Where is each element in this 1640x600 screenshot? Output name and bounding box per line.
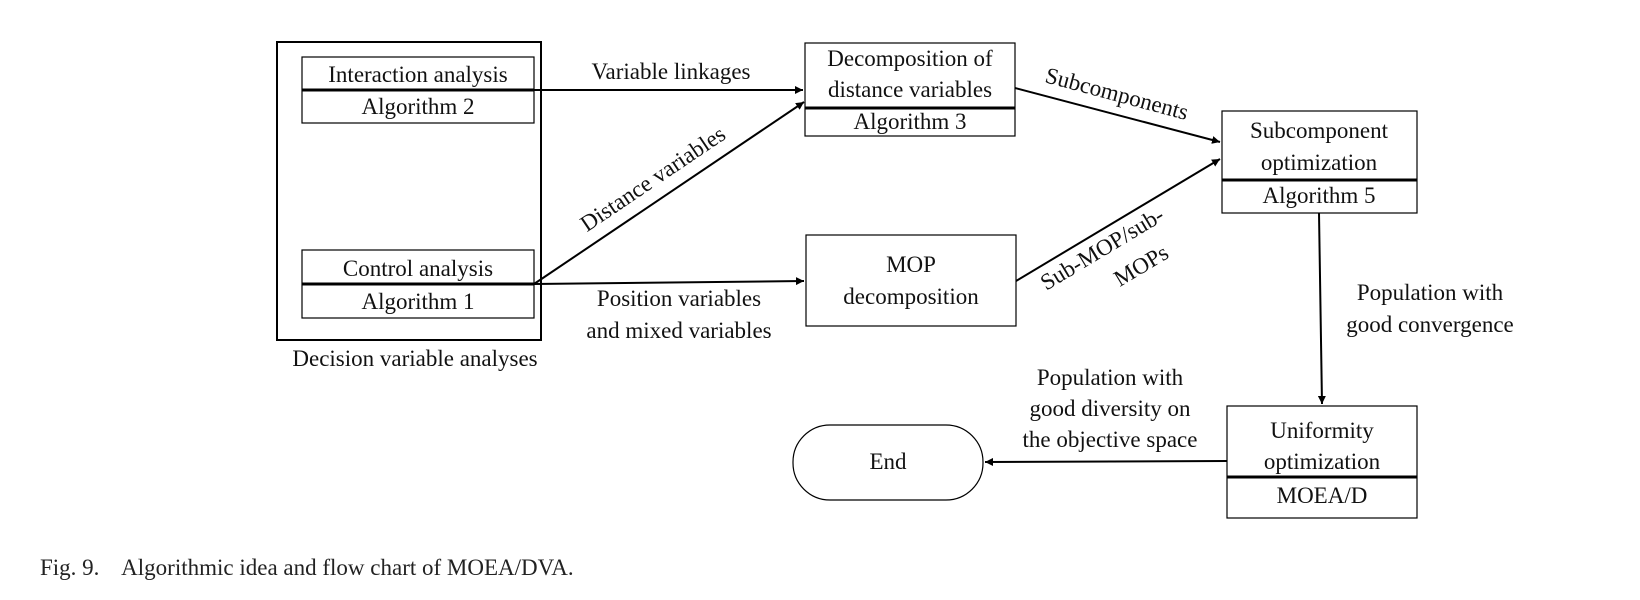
subcomponent-title-line1: Subcomponent bbox=[1250, 118, 1389, 143]
label-diversity-line2: good diversity on bbox=[1030, 396, 1191, 421]
uniformity-title-line1: Uniformity bbox=[1270, 418, 1374, 443]
decomposition-node: Decomposition of distance variables Algo… bbox=[804, 42, 1016, 137]
label-diversity-line3: the objective space bbox=[1023, 427, 1198, 452]
label-convergence-line2: good convergence bbox=[1346, 312, 1514, 337]
control-analysis-node: Control analysis Algorithm 1 bbox=[301, 249, 535, 319]
interaction-analysis-algorithm: Algorithm 2 bbox=[361, 94, 474, 119]
mop-decomposition-line1: MOP bbox=[886, 252, 936, 277]
uniformity-title-line2: optimization bbox=[1264, 449, 1381, 474]
edges bbox=[533, 86, 1326, 466]
interaction-analysis-title: Interaction analysis bbox=[328, 62, 508, 87]
decomposition-title-line1: Decomposition of bbox=[827, 46, 993, 71]
uniformity-optimization-node: Uniformity optimization MOEA/D bbox=[1226, 405, 1418, 519]
control-analysis-title: Control analysis bbox=[343, 256, 493, 281]
label-variable-linkages: Variable linkages bbox=[591, 59, 750, 84]
control-analysis-algorithm: Algorithm 1 bbox=[361, 289, 474, 314]
label-position-line2: and mixed variables bbox=[586, 318, 771, 343]
label-distance-variables: Distance variables bbox=[576, 121, 730, 236]
edge-position-variables bbox=[533, 277, 805, 286]
label-diversity-line1: Population with bbox=[1037, 365, 1184, 390]
end-node: End bbox=[792, 424, 984, 501]
edge-distance-variables bbox=[533, 101, 805, 285]
subcomponent-optimization-node: Subcomponent optimization Algorithm 5 bbox=[1221, 110, 1418, 214]
edge-diversity bbox=[984, 457, 1228, 466]
mop-decomposition-node: MOP decomposition bbox=[805, 234, 1017, 327]
figure-number: Fig. 9. bbox=[40, 555, 100, 580]
edge-submops bbox=[1015, 158, 1221, 282]
group-frame bbox=[276, 41, 542, 341]
group-caption: Decision variable analyses bbox=[292, 346, 537, 371]
label-position-line1: Position variables bbox=[597, 286, 761, 311]
edge-convergence bbox=[1317, 212, 1326, 405]
uniformity-algorithm: MOEA/D bbox=[1277, 483, 1368, 508]
subcomponent-title-line2: optimization bbox=[1261, 150, 1378, 175]
mop-decomposition-line2: decomposition bbox=[843, 284, 979, 309]
decision-variable-analyses-group: Decision variable analyses bbox=[276, 41, 542, 371]
edge-subcomponents bbox=[1014, 87, 1221, 144]
interaction-analysis-node: Interaction analysis Algorithm 2 bbox=[301, 56, 535, 124]
end-label: End bbox=[869, 449, 907, 474]
figure-caption: Fig. 9. Algorithmic idea and flow chart … bbox=[40, 555, 574, 581]
label-convergence-line1: Population with bbox=[1357, 280, 1504, 305]
figure-caption-text: Algorithmic idea and flow chart of MOEA/… bbox=[121, 555, 574, 580]
subcomponent-algorithm: Algorithm 5 bbox=[1262, 183, 1375, 208]
decomposition-title-line2: distance variables bbox=[828, 77, 992, 102]
decomposition-algorithm: Algorithm 3 bbox=[853, 109, 966, 134]
